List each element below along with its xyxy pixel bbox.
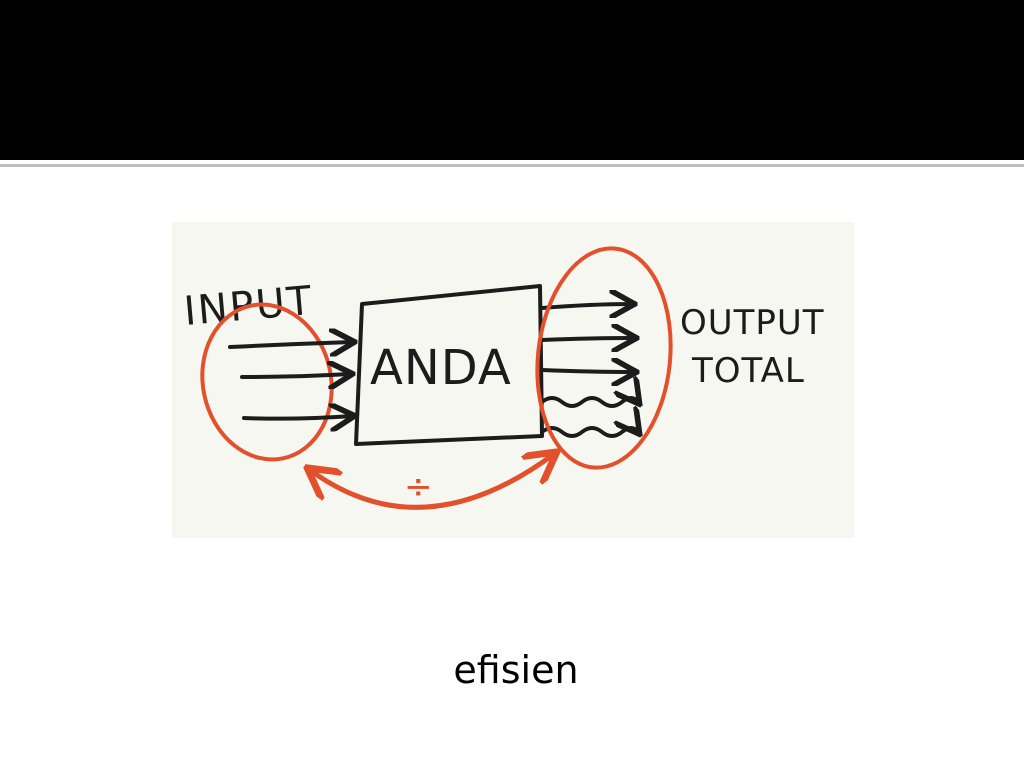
- input-arrows: [228, 342, 352, 419]
- input-arrow-icon: [228, 342, 352, 347]
- total-label: TOTAL: [691, 351, 805, 391]
- title-divider: [0, 164, 1024, 167]
- diagram-canvas: INPUT ANDA OUTPUT: [182, 246, 825, 510]
- output-arrow-icon: [540, 338, 634, 340]
- output-arrow-icon: [540, 304, 632, 308]
- input-arrow-icon: [242, 416, 352, 419]
- output-label: OUTPUT: [680, 303, 825, 343]
- anda-label: ANDA: [370, 340, 512, 396]
- curved-double-arrow-icon: [310, 454, 554, 510]
- input-output-sketch: INPUT ANDA OUTPUT: [172, 222, 854, 538]
- divide-symbol: ÷: [404, 467, 433, 507]
- anda-box: [354, 284, 544, 446]
- caption-text: efisien: [453, 648, 579, 692]
- title-bar: [0, 0, 1024, 160]
- output-arrows: [540, 304, 638, 436]
- wavy-arrow-icon: [540, 398, 638, 406]
- output-ellipse-highlight-icon: [535, 246, 673, 470]
- wavy-arrow-icon: [540, 428, 638, 436]
- output-arrow-icon: [540, 370, 634, 372]
- input-arrow-icon: [240, 374, 350, 377]
